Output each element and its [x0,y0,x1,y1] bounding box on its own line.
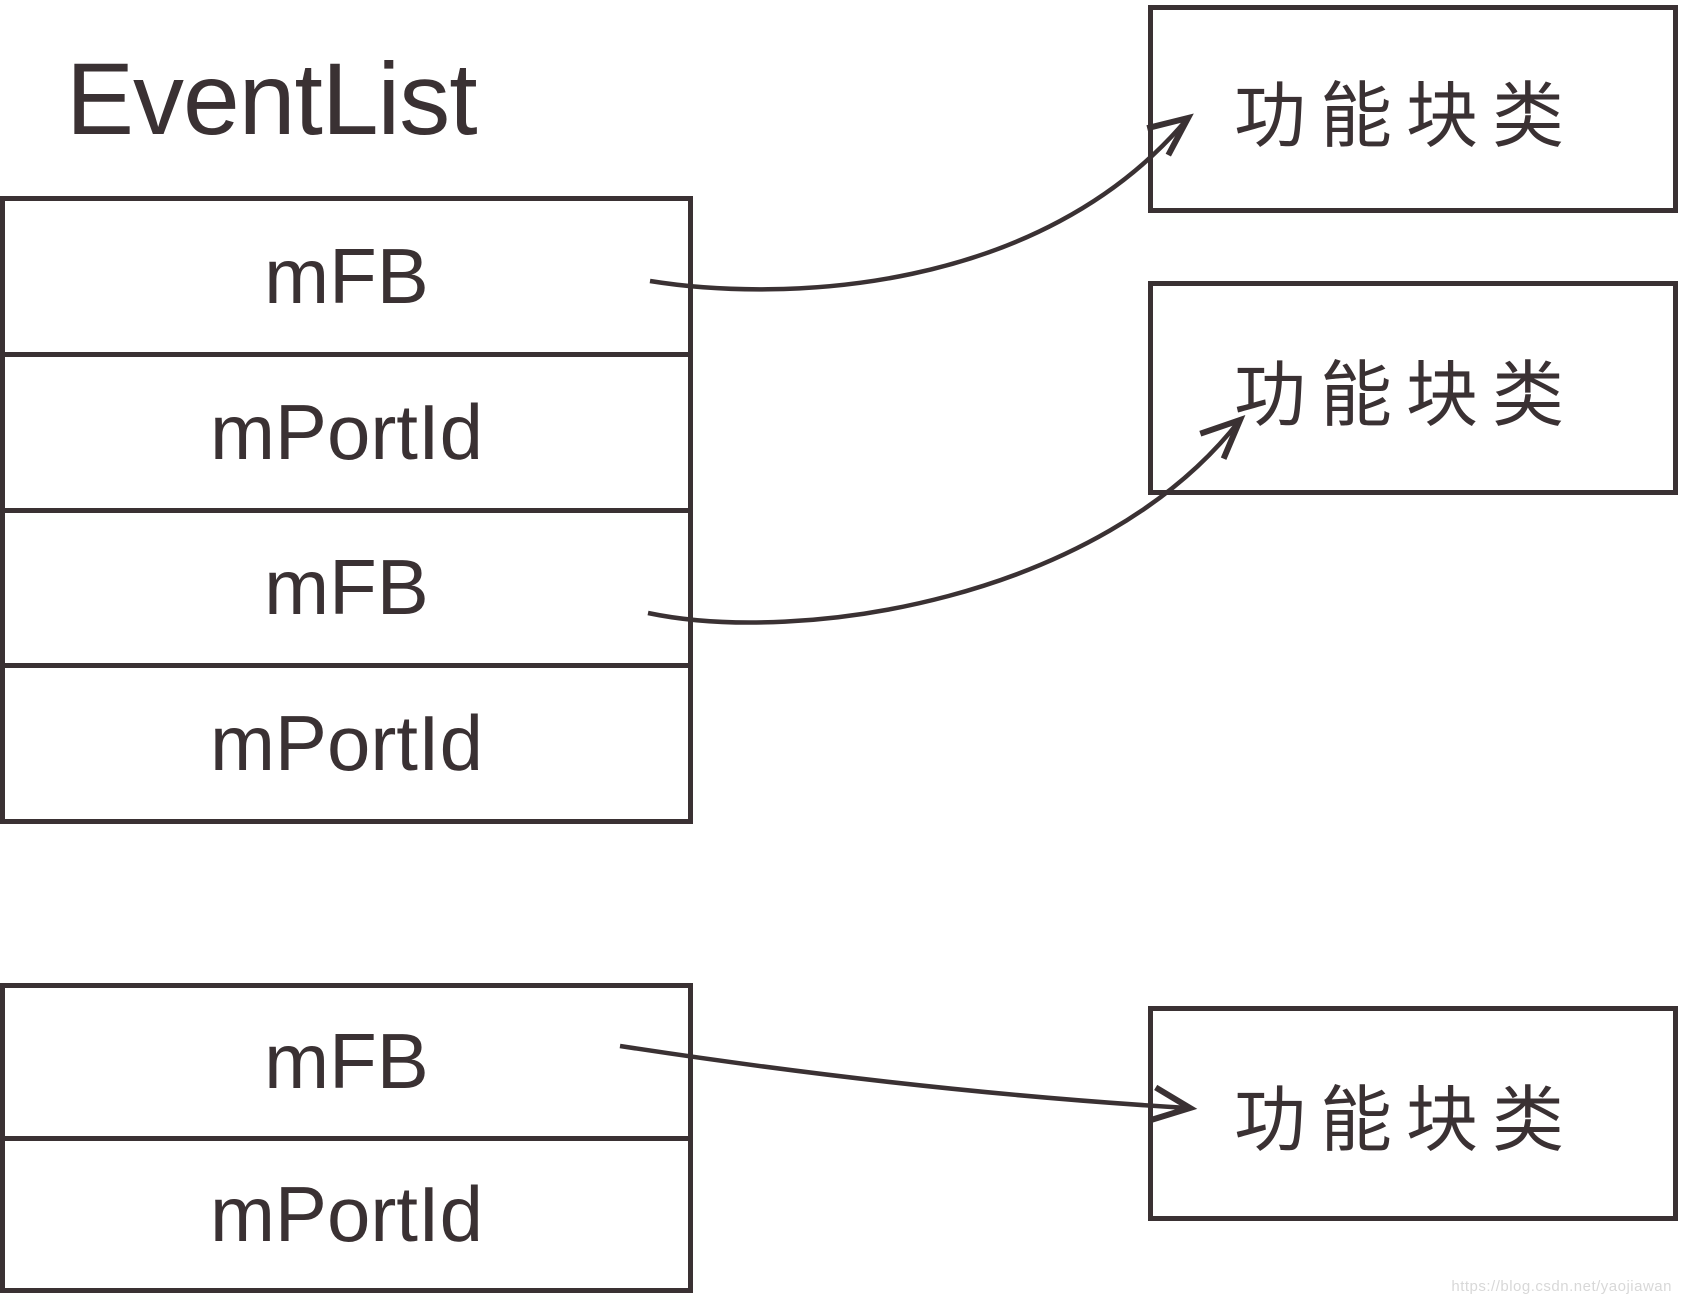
function-block-box-3: 功能块类 [1148,1006,1678,1221]
lower-table: mFB mPortId [0,983,693,1293]
event-list-row-mPortId-2: mPortId [5,663,688,819]
function-block-box-1-label: 功能块类 [1233,76,1578,157]
lower-table-row-mFB: mFB [264,1017,429,1106]
event-list-row-mFB-1: mFB [264,231,429,320]
function-block-box-3-label: 功能块类 [1233,1081,1578,1161]
function-block-box-2-label: 功能块类 [1233,355,1578,436]
event-list-table: mFB mPortId mFB mPortId [0,196,693,824]
arrow-3-curve [619,1043,1189,1111]
arrow-mfb3-to-box3 [619,1043,1198,1123]
arrow-1-curve [649,116,1190,292]
page-title: EventList [66,42,478,156]
arrow-mfb1-to-box1 [649,113,1194,292]
lower-table-row-mPortId: mPortId [5,1135,688,1289]
event-list-row-mFB-2: mFB [5,507,688,664]
function-block-box-1: 功能块类 [1148,5,1678,213]
csdn-watermark: https://blog.csdn.net/yaojiawan [1451,1278,1672,1295]
function-block-box-2: 功能块类 [1148,281,1678,495]
event-list-row-mPortId-1: mPortId [5,351,688,508]
